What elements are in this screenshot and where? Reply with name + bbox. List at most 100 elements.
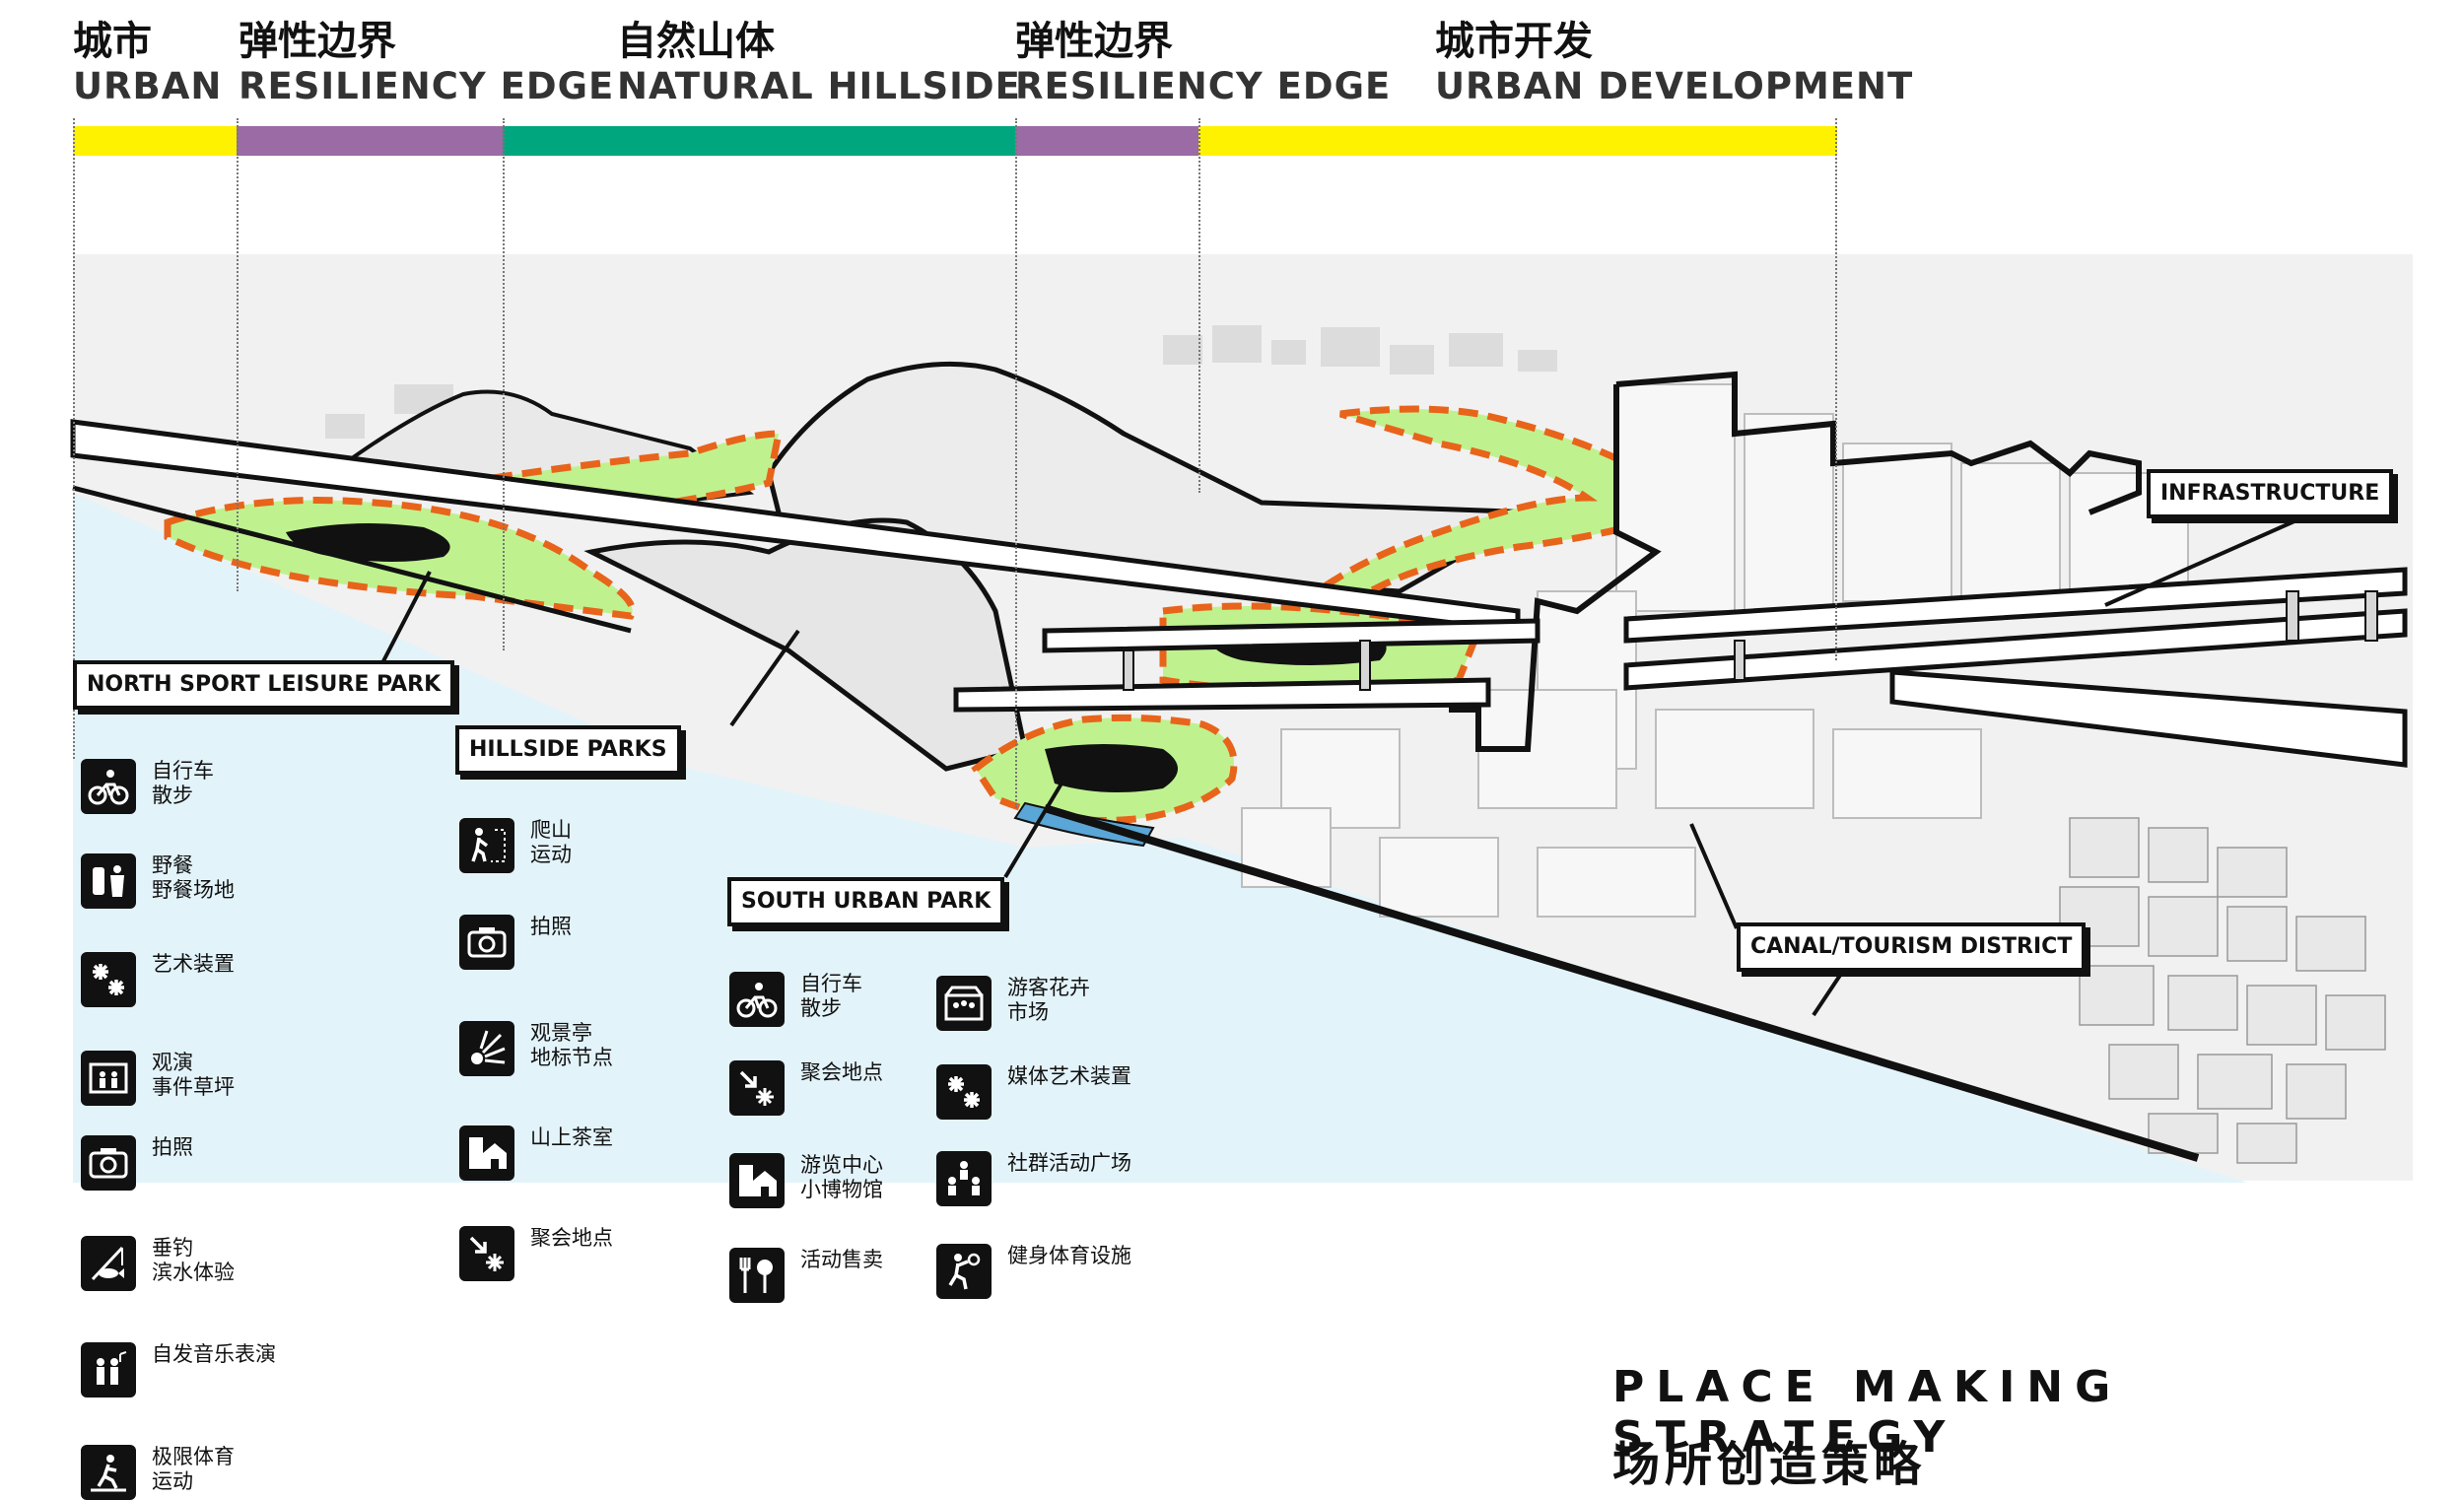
north-shoreline xyxy=(72,485,632,634)
legend-item-fishing: 垂钓滨水体验 xyxy=(81,1236,235,1291)
legend-label: 自行车 xyxy=(800,972,862,995)
legend-label: 市场 xyxy=(1007,1000,1049,1024)
zone-title-zh: 城市 xyxy=(73,19,152,64)
legend-item-gathering-hillside: 聚会地点 xyxy=(459,1226,613,1281)
strategy-title-en: PLACE MAKING STRATEGY xyxy=(1612,1362,2123,1463)
zone-header-natural-hillside: 自然山体 NATURAL HILLSIDE xyxy=(617,18,1021,108)
callout-south-urban-park: SOUTH URBAN PARK xyxy=(727,877,1005,926)
legend-label: 自发音乐表演 xyxy=(152,1342,276,1366)
art-installation-icon xyxy=(81,952,136,1007)
legend-label: 野餐场地 xyxy=(152,878,235,902)
legend-label: 游览中心 xyxy=(800,1153,883,1177)
zone-bar-natural-hillside xyxy=(503,126,1015,156)
urban-edge-outline xyxy=(1449,384,1662,752)
zone-title-en: URBAN DEVELOPMENT xyxy=(1435,65,1914,107)
callout-hillside-parks: HILLSIDE PARKS xyxy=(455,725,681,775)
hiking-icon xyxy=(459,818,514,873)
zone-title-en: NATURAL HILLSIDE xyxy=(617,65,1021,107)
legend-label: 聚会地点 xyxy=(530,1226,613,1250)
legend-label: 自行车 xyxy=(152,759,214,783)
zone-header-urban-development: 城市开发 URBAN DEVELOPMENT xyxy=(1435,18,1913,108)
south-hillside xyxy=(583,517,1028,772)
legend-label: 社群活动广场 xyxy=(1007,1151,1131,1175)
visitor-center-icon xyxy=(729,1153,785,1208)
legend-item-community-plaza: 社群活动广场 xyxy=(936,1151,1131,1206)
legend-item-visitor-center: 游览中心小博物馆 xyxy=(729,1153,883,1208)
village-blocks xyxy=(2059,817,2386,1164)
legend-label: 拍照 xyxy=(530,915,572,938)
mid-overpass xyxy=(1042,618,1540,653)
zone-title-en: URBAN xyxy=(73,65,223,107)
viewpoint-icon xyxy=(459,1021,514,1076)
legend-label: 媒体艺术装置 xyxy=(1007,1064,1131,1088)
legend-label: 地标节点 xyxy=(530,1046,613,1069)
legend-label: 散步 xyxy=(800,996,842,1020)
zone-bar-urban-development xyxy=(1198,126,1837,156)
legend-label: 运动 xyxy=(152,1469,193,1493)
callout-infrastructure: INFRASTRUCTURE xyxy=(2147,469,2394,518)
legend-item-teahouse: 山上茶室 xyxy=(459,1125,613,1181)
zone-header-resiliency-edge-2: 弹性边界 RESILIENCY EDGE xyxy=(1015,18,1391,108)
legend-label: 运动 xyxy=(530,843,572,866)
overpasses xyxy=(70,419,2408,768)
legend-item-photo: 拍照 xyxy=(81,1135,193,1191)
fitness-icon xyxy=(936,1244,992,1299)
legend-label: 野餐 xyxy=(152,853,193,877)
legend-label: 聚会地点 xyxy=(800,1060,883,1084)
zone-title-zh: 自然山体 xyxy=(617,19,775,64)
zone-header-urban: 城市 URBAN xyxy=(73,18,222,108)
zone-divider xyxy=(503,118,505,650)
south-shoreline xyxy=(1043,804,2200,1162)
legend-item-photo-hillside: 拍照 xyxy=(459,915,572,970)
zone-title-en: RESILIENCY EDGE xyxy=(1015,65,1392,107)
ridge-park xyxy=(1282,405,1671,616)
flower-market-icon xyxy=(936,976,992,1031)
legend-item-extreme-sports: 极限体育运动 xyxy=(81,1445,235,1500)
legend-item-bicycle-south: 自行车散步 xyxy=(729,972,862,1027)
zone-title-zh: 弹性边界 xyxy=(239,19,396,64)
legend-label: 观景亭 xyxy=(530,1021,592,1045)
urban-development-outline xyxy=(1615,371,2142,515)
lower-overpass xyxy=(953,677,1491,713)
fishing-icon xyxy=(81,1236,136,1291)
food-vending-icon xyxy=(729,1248,785,1303)
legend-label: 小博物馆 xyxy=(800,1178,883,1201)
legend-label: 山上茶室 xyxy=(530,1125,613,1149)
zone-title-zh: 弹性边界 xyxy=(1015,19,1173,64)
legend-label: 艺术装置 xyxy=(152,952,235,976)
legend-label: 活动售卖 xyxy=(800,1248,883,1271)
zone-divider xyxy=(1835,118,1837,660)
legend-label: 散步 xyxy=(152,784,193,807)
east-ramp xyxy=(1889,669,2408,768)
legend-item-media-art: 媒体艺术装置 xyxy=(936,1064,1131,1120)
bicycle-icon xyxy=(81,759,136,814)
strategy-title-zh: 场所创造策略 xyxy=(1612,1437,1927,1492)
zone-bar-urban xyxy=(73,126,237,156)
callout-canal-tourism-district: CANAL/TOURISM DISTRICT xyxy=(1737,922,2087,972)
legend-label: 健身体育设施 xyxy=(1007,1244,1131,1267)
callout-leaders xyxy=(369,518,2297,1017)
camera-icon xyxy=(459,915,514,970)
camera-icon xyxy=(81,1135,136,1191)
zone-divider xyxy=(73,118,75,759)
zone-header-resiliency-edge-1: 弹性边界 RESILIENCY EDGE xyxy=(239,18,614,108)
overpass-piers xyxy=(1123,590,2378,691)
callout-north-sport-leisure-park: NORTH SPORT LEISURE PARK xyxy=(73,660,455,710)
performance-stage-icon xyxy=(81,1051,136,1106)
legend-label: 观演 xyxy=(152,1051,193,1074)
extreme-sports-icon xyxy=(81,1445,136,1500)
media-art-icon xyxy=(936,1064,992,1120)
urban-blocks xyxy=(1241,383,2189,918)
zone-title-zh: 城市开发 xyxy=(1435,19,1593,64)
legend-label: 滨水体验 xyxy=(152,1261,235,1284)
legend-item-performance: 观演事件草坪 xyxy=(81,1051,235,1106)
zone-divider xyxy=(1198,118,1200,493)
zone-divider xyxy=(237,118,239,591)
legend-item-hiking: 爬山运动 xyxy=(459,818,572,873)
zone-bar-resiliency-edge-2 xyxy=(1015,126,1198,156)
legend-item-fitness: 健身体育设施 xyxy=(936,1244,1131,1299)
zone-divider xyxy=(1015,118,1017,808)
legend-item-bicycle: 自行车散步 xyxy=(81,759,214,814)
legend-item-food-vending: 活动售卖 xyxy=(729,1248,883,1303)
